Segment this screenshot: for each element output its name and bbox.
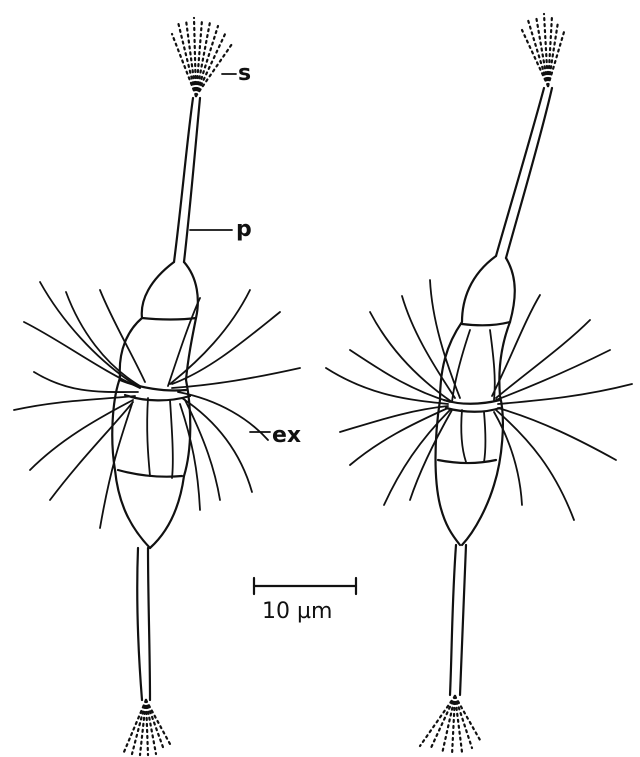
label-ex: ex <box>272 423 301 448</box>
right-extensions <box>326 280 632 520</box>
scale-bar: 10 µm <box>254 578 356 624</box>
left-bottom-tuft <box>124 700 170 755</box>
right-bottom-tuft <box>420 696 480 755</box>
label-p-group: p <box>190 217 252 242</box>
right-top-tuft <box>522 14 564 86</box>
right-cell <box>326 14 632 755</box>
scale-bar-label: 10 µm <box>262 599 332 624</box>
label-ex-group: ex <box>250 423 301 448</box>
right-lower-stalk <box>450 545 466 695</box>
label-p: p <box>236 217 252 242</box>
label-s-group: s <box>222 61 251 86</box>
left-top-tuft <box>172 18 232 96</box>
left-cell <box>14 18 300 755</box>
right-upper-stalk <box>496 88 552 258</box>
label-s: s <box>238 61 251 86</box>
left-lower-stalk <box>137 548 150 700</box>
left-upper-stalk <box>174 98 200 262</box>
